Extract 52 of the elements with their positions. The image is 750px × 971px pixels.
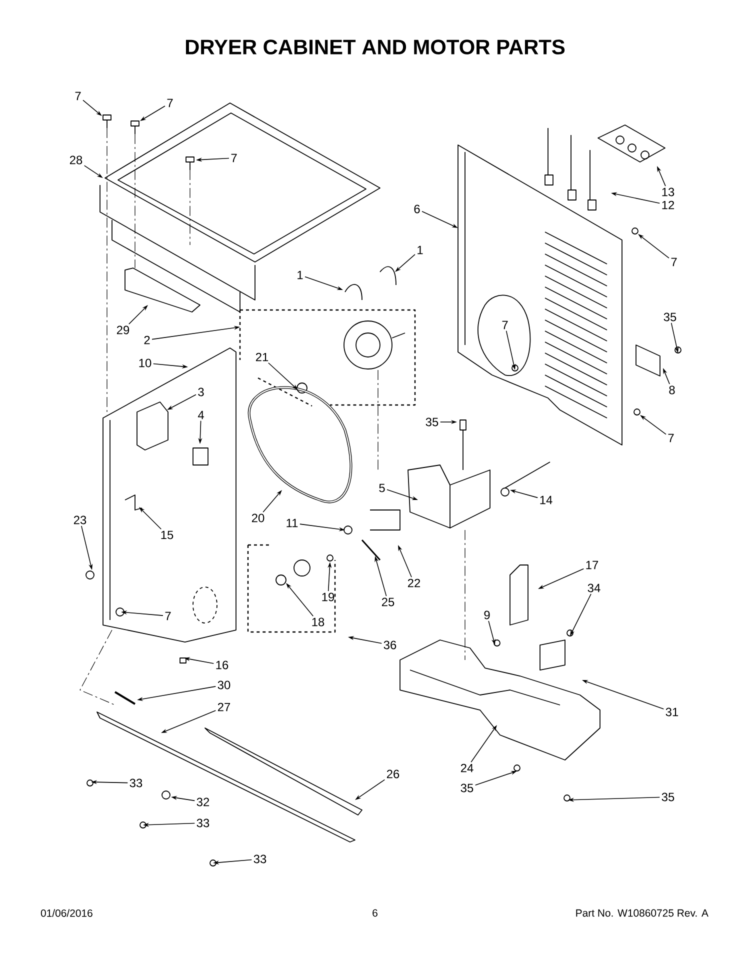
callout-number: 18 xyxy=(312,618,324,626)
callout-number: 11 xyxy=(286,518,298,528)
callout-number: 12 xyxy=(662,200,674,210)
callout-number: 13 xyxy=(662,188,674,196)
callout-number: 21 xyxy=(256,352,268,362)
callout-number: 28 xyxy=(70,156,82,164)
callout-number: 14 xyxy=(540,496,552,504)
callout-number: 17 xyxy=(586,560,598,570)
callout-number: 6 xyxy=(414,204,420,214)
callout-number: 7 xyxy=(231,154,237,162)
callout-number: 7 xyxy=(668,434,674,442)
callout-number: 8 xyxy=(669,386,675,394)
callout-number: 23 xyxy=(74,516,86,524)
callout-number: 31 xyxy=(666,708,678,716)
callout-number: 4 xyxy=(198,410,204,420)
callout-number: 33 xyxy=(196,818,210,828)
callout-number: 7 xyxy=(167,98,173,108)
callout-number: 10 xyxy=(139,358,152,368)
callout-number: 7 xyxy=(671,258,677,266)
callout-number: 15 xyxy=(161,530,174,540)
callout-number: 25 xyxy=(382,598,394,606)
callout-number: 1 xyxy=(418,246,423,254)
callout-number: 7 xyxy=(75,92,81,100)
callout-number: 2 xyxy=(144,336,150,344)
callout-number: 29 xyxy=(116,326,130,334)
callout-number: 24 xyxy=(460,764,474,772)
callout-number: 20 xyxy=(252,514,264,522)
title: DRYER CABINET AND MOTOR PARTS xyxy=(186,40,565,54)
callout-number: 16 xyxy=(216,660,228,670)
callout-number: 7 xyxy=(165,612,171,620)
callout-number: 33 xyxy=(130,778,142,788)
callout-number: 36 xyxy=(384,640,396,650)
callout-number: 32 xyxy=(196,798,210,806)
footer-text: 6 xyxy=(372,909,378,917)
callout-number: 26 xyxy=(386,770,400,778)
callout-number: 34 xyxy=(588,584,600,592)
callout-number: 30 xyxy=(218,680,230,690)
callout-number: 5 xyxy=(379,484,385,492)
callout-number: 27 xyxy=(218,702,230,712)
footer-text: Part No. W10860725 Rev. A xyxy=(576,909,708,917)
footer-text: 01/06/2016 xyxy=(40,909,92,917)
callout-number: 35 xyxy=(664,312,676,322)
callout-number: 35 xyxy=(426,418,438,426)
callout-number: 7 xyxy=(502,320,508,330)
callout-number: 22 xyxy=(408,578,420,588)
callout-number: 9 xyxy=(484,610,490,620)
callout-number: 19 xyxy=(322,592,334,602)
callout-number: 3 xyxy=(198,388,204,396)
callout-number: 35 xyxy=(460,784,474,792)
callout-number: 35 xyxy=(662,792,674,802)
callout-number: 1 xyxy=(298,270,303,280)
callout-number: 33 xyxy=(254,854,266,864)
